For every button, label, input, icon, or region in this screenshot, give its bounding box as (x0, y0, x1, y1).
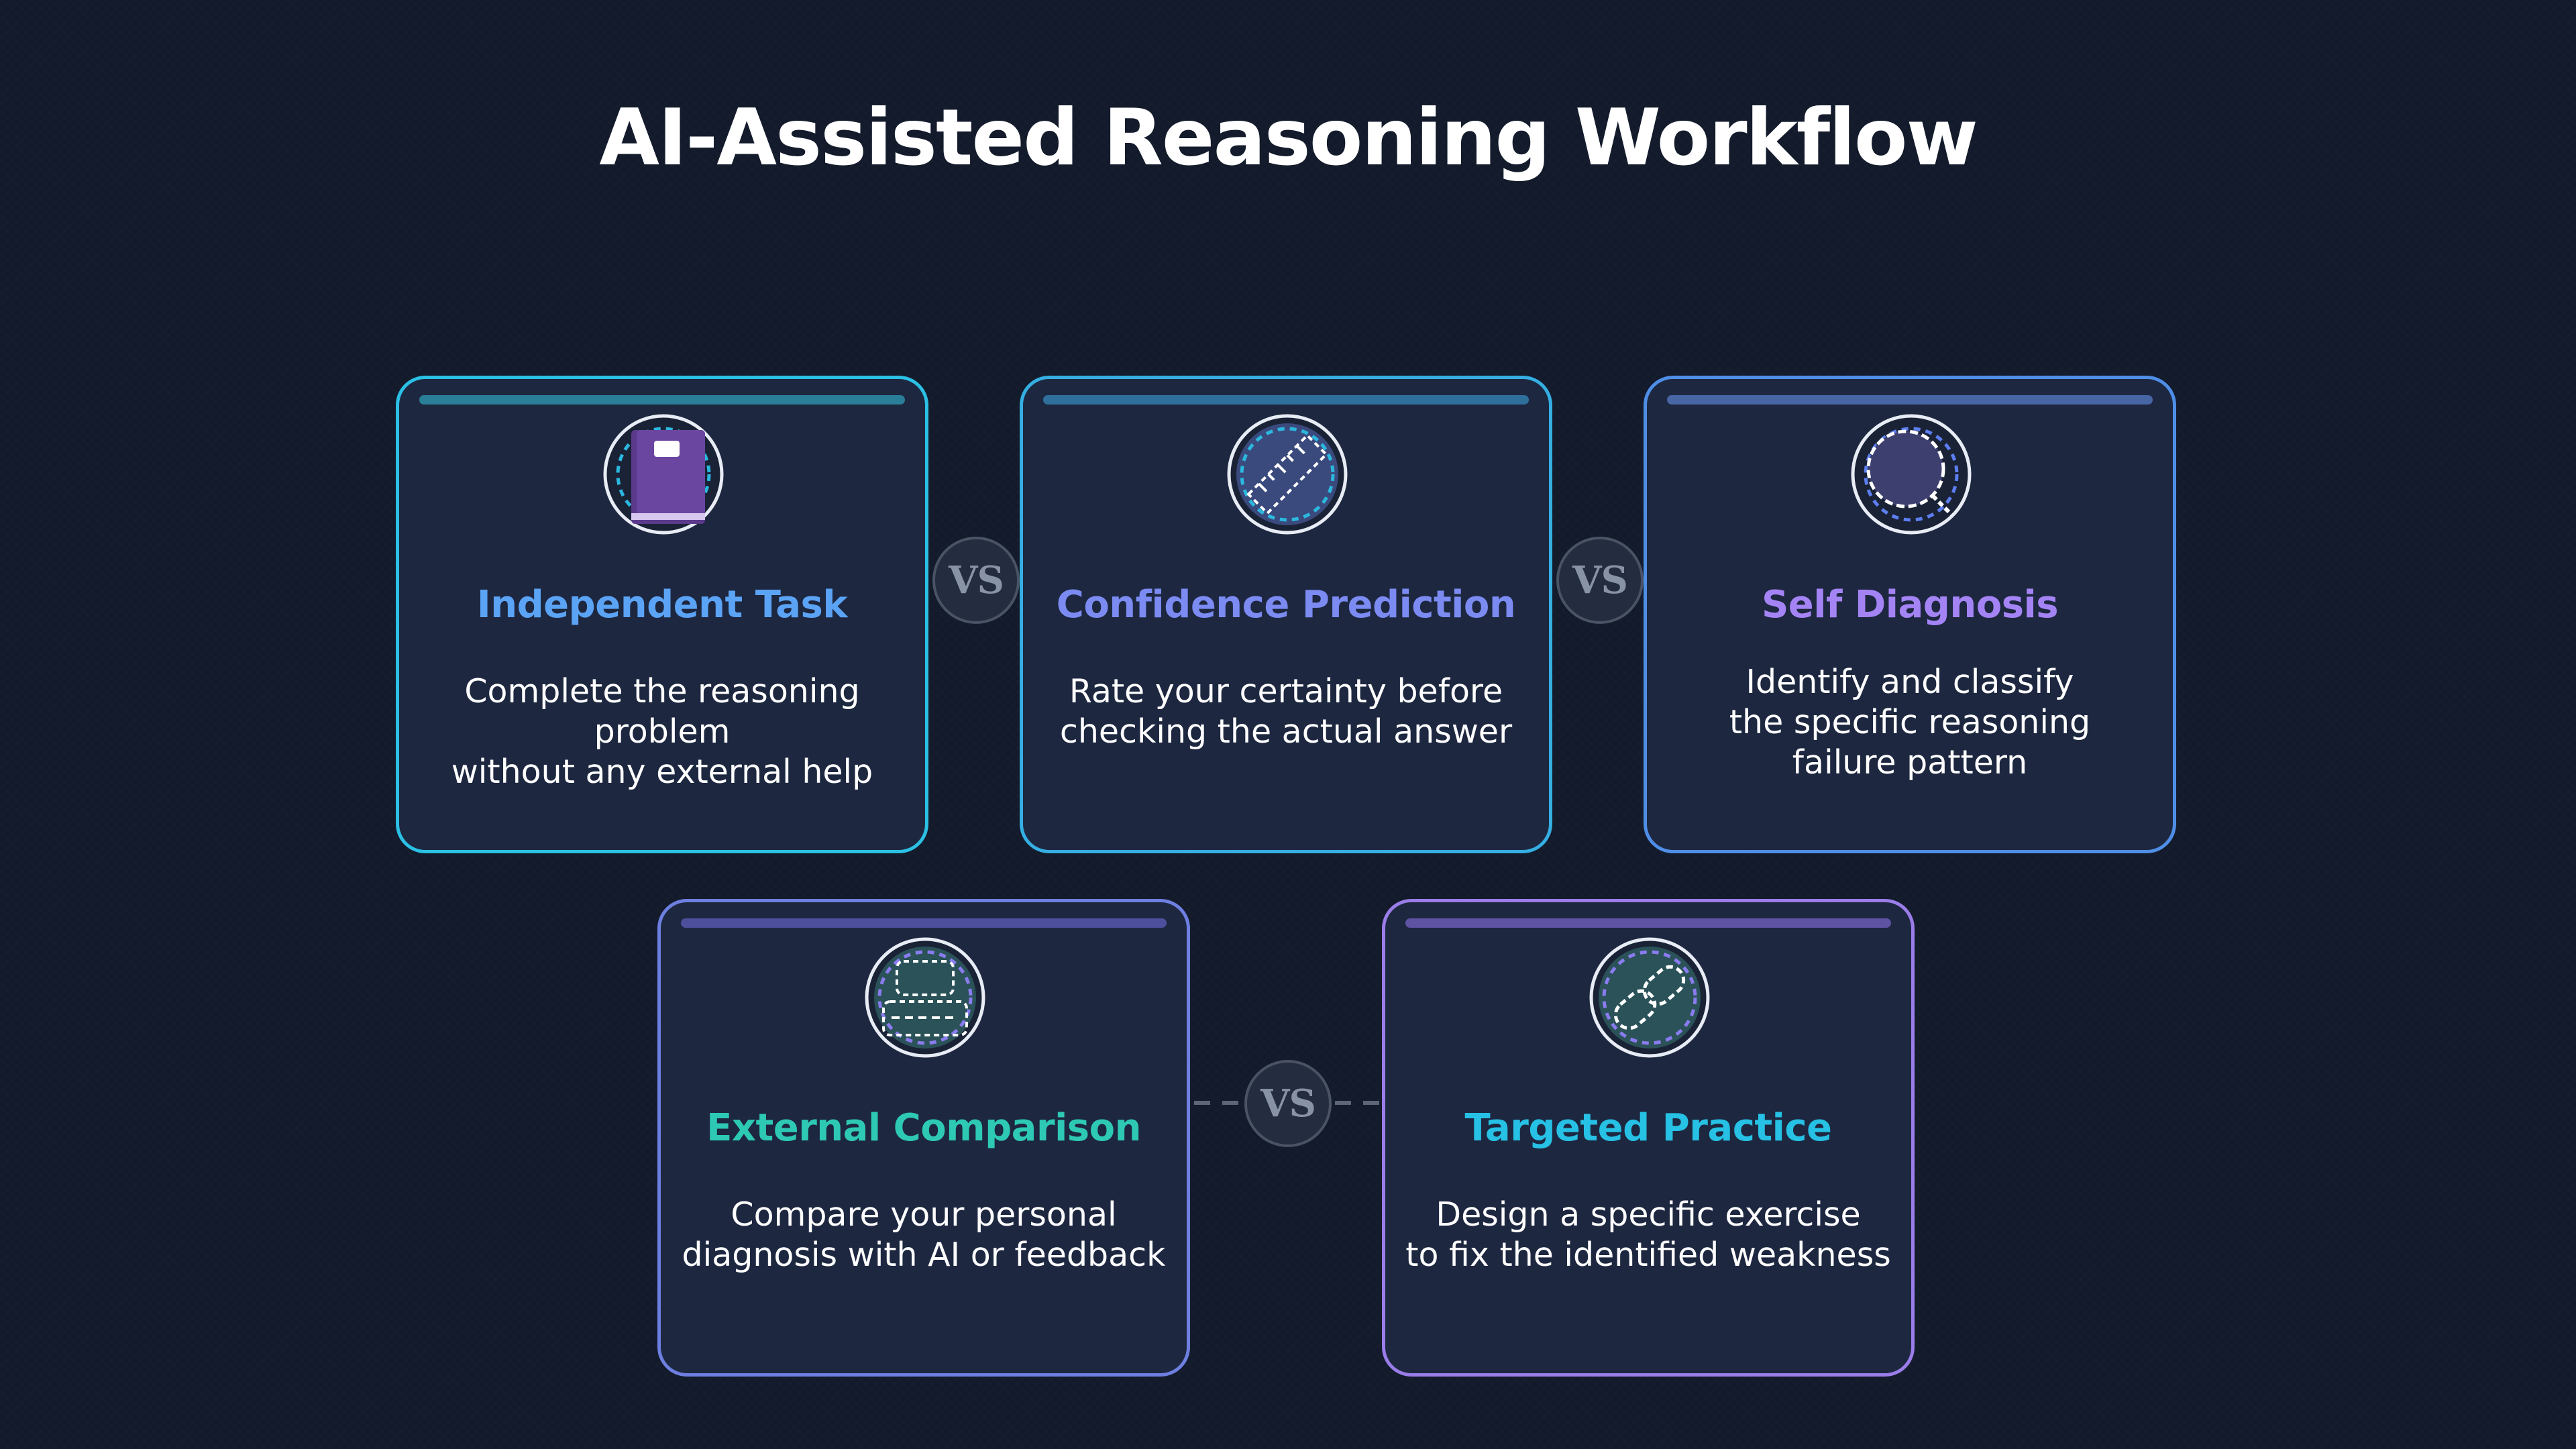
card-confidence-prediction: Confidence Prediction Rate your certaint… (1020, 376, 1552, 853)
vs-badge: VS (1556, 537, 1644, 624)
card-accent-bar (681, 918, 1167, 928)
card-targeted-practice: Targeted Practice Design a specific exer… (1382, 899, 1915, 1377)
card-description: Compare your personal diagnosis with AI … (661, 1195, 1187, 1275)
card-self-diagnosis: Self Diagnosis Identify and classify the… (1644, 376, 2176, 853)
description-line: diagnosis with AI or feedback (682, 1236, 1166, 1274)
book-icon (603, 414, 724, 535)
description-line: Compare your personal (731, 1195, 1117, 1234)
vs-badge: VS (932, 537, 1020, 624)
compare-blocks-icon (865, 937, 985, 1058)
card-description: Identify and classify the specific reaso… (1647, 662, 2173, 783)
description-line: to fix the identified weakness (1405, 1236, 1891, 1274)
card-title: External Comparison (706, 1106, 1141, 1150)
card-title: Targeted Practice (1464, 1106, 1832, 1150)
card-description: Rate your certainty before checking the … (1023, 672, 1549, 752)
card-accent-bar (419, 395, 905, 405)
description-line: checking the actual answer (1059, 712, 1513, 751)
card-title: Independent Task (476, 583, 848, 627)
card-accent-bar (1043, 395, 1529, 405)
vs-badge: VS (1244, 1060, 1332, 1147)
description-line: Identify and classify (1746, 663, 2074, 701)
description-line: Design a specific exercise (1436, 1195, 1861, 1234)
diagram-title: AI-Assisted Reasoning Workflow (599, 93, 1978, 183)
card-accent-bar (1405, 918, 1891, 928)
description-line: without any external help (451, 753, 873, 791)
card-description: Design a specific exercise to fix the id… (1385, 1195, 1911, 1275)
card-title: Self Diagnosis (1761, 583, 2059, 627)
description-line: Complete the reasoning problem (464, 672, 860, 751)
card-external-comparison: External Comparison Compare your persona… (657, 899, 1190, 1377)
description-line: failure pattern (1792, 743, 2028, 782)
card-independent-task: Independent Task Complete the reasoning … (396, 376, 928, 853)
ruler-icon (1227, 414, 1348, 535)
description-line: Rate your certainty before (1069, 672, 1503, 710)
magnifier-icon (1851, 414, 1972, 535)
link-icon (1589, 937, 1710, 1058)
card-accent-bar (1667, 395, 2153, 405)
card-description: Complete the reasoning problem without a… (399, 672, 925, 792)
description-line: the specific reasoning (1729, 703, 2091, 741)
card-title: Confidence Prediction (1056, 583, 1516, 627)
